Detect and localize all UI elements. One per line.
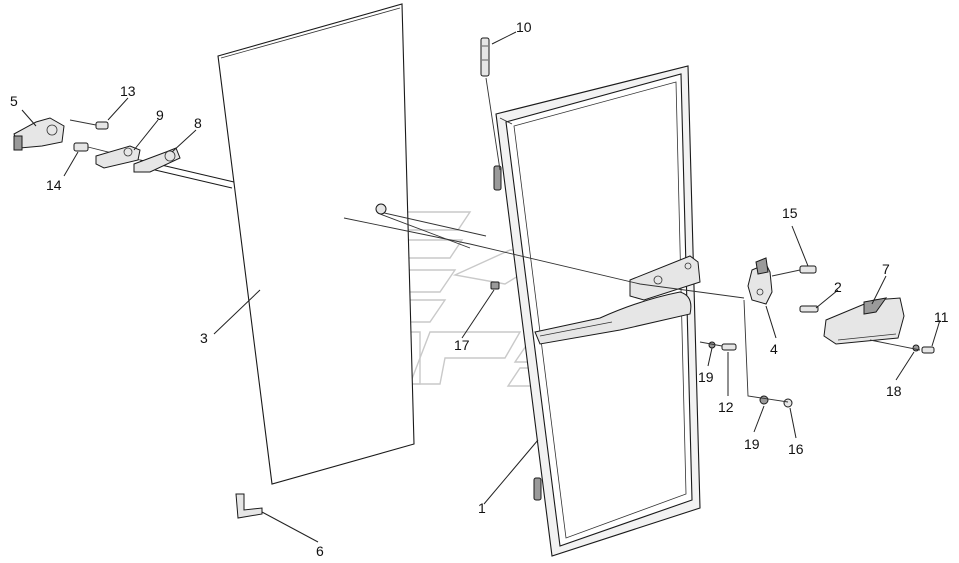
washer-19-lower	[759, 395, 769, 405]
label-part-19-upper: 19	[698, 369, 714, 385]
screw-11	[921, 346, 935, 354]
screw-15	[771, 265, 817, 277]
label-part-13: 13	[120, 83, 136, 99]
mounting-plate-8	[133, 147, 181, 173]
label-part-17: 17	[454, 337, 470, 353]
label-part-11: 11	[934, 309, 949, 325]
hinge-rod	[137, 159, 745, 299]
part-labels: 5 13 9 8 14 10 3 17 15 2 7 11 18 4 19 12…	[10, 19, 949, 559]
leader-lines	[21, 31, 941, 543]
label-part-8: 8	[194, 115, 202, 131]
label-part-18: 18	[886, 383, 902, 399]
lock-mechanism	[747, 257, 773, 305]
label-part-4: 4	[770, 341, 778, 357]
label-part-19-lower: 19	[744, 436, 760, 452]
label-part-6: 6	[316, 543, 324, 559]
label-part-9: 9	[156, 107, 164, 123]
screw-13	[69, 119, 109, 130]
nut-16	[783, 398, 793, 408]
bracket-plate-9	[95, 145, 141, 169]
label-part-7: 7	[882, 261, 890, 277]
label-part-16: 16	[788, 441, 804, 457]
door-frame	[493, 65, 701, 557]
label-part-10: 10	[516, 19, 532, 35]
handle-cover	[823, 297, 905, 345]
label-part-3: 3	[200, 330, 208, 346]
label-part-1: 1	[478, 500, 486, 516]
screw-12	[721, 343, 737, 351]
hinge-pin	[480, 37, 501, 171]
pin-2	[799, 305, 819, 313]
label-part-12: 12	[718, 399, 734, 415]
label-part-2: 2	[834, 279, 842, 295]
glass-panel	[217, 3, 415, 485]
label-part-14: 14	[46, 177, 62, 193]
hex-key	[235, 493, 263, 519]
latch-block	[13, 117, 65, 151]
label-part-5: 5	[10, 93, 18, 109]
nut-17	[490, 281, 500, 290]
label-part-15: 15	[782, 205, 798, 221]
washer-18	[912, 344, 920, 352]
